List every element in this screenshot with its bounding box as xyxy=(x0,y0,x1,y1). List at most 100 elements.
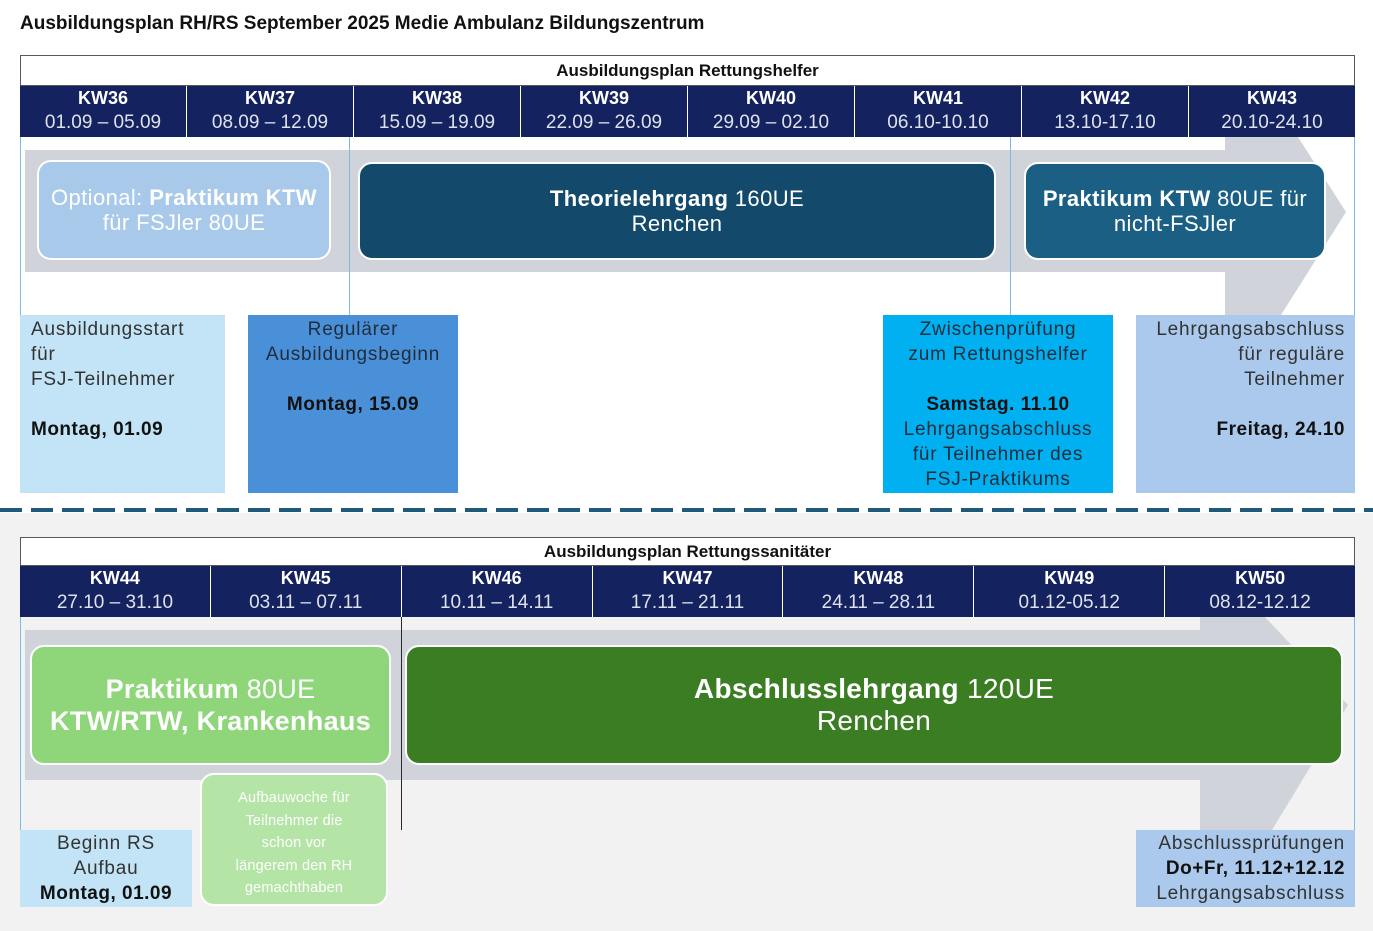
week-number: KW43 xyxy=(1246,88,1297,108)
milestone-text: für Teilnehmer des xyxy=(912,444,1084,465)
week-dates: 03.11 – 07.11 xyxy=(249,592,363,613)
milestone-text: Ausbildungsbeginn xyxy=(265,344,441,365)
week-column: KW48 24.11 – 28.11 xyxy=(782,566,973,617)
week-column: KW44 27.10 – 31.10 xyxy=(20,566,210,617)
week-dates: 20.10-24.10 xyxy=(1221,112,1323,133)
block-text: Aufbauwoche für xyxy=(238,790,350,806)
milestone-text: Zwischenprüfung xyxy=(919,319,1077,340)
timeline-guide-line xyxy=(20,617,21,830)
page-title: Ausbildungsplan RH/RS September 2025 Med… xyxy=(20,13,705,34)
week-number: KW36 xyxy=(77,88,128,108)
week-column: KW43 20.10-24.10 xyxy=(1188,86,1355,137)
block-text: Teilnehmer die xyxy=(245,812,343,829)
block-text: schon vor xyxy=(261,835,327,851)
praktikum-nicht-fsj-block: Praktikum KTW 80UE für nicht-FSJler xyxy=(1024,162,1326,260)
timeline-guide-line xyxy=(1354,617,1355,830)
week-column: KW45 03.11 – 07.11 xyxy=(209,566,401,617)
week-dates: 01.09 – 05.09 xyxy=(44,112,162,133)
milestone-spacer xyxy=(248,367,458,392)
week-dates: 06.10-10.10 xyxy=(887,112,989,133)
aufbauwoche-block: Aufbauwoche für Teilnehmer die schon vor… xyxy=(200,773,388,906)
block-location: Renchen xyxy=(631,211,723,236)
milestone-rs-beginn: Beginn RS Aufbau Montag, 01.09 xyxy=(20,830,192,907)
timeline-guide-line xyxy=(20,137,21,315)
block-text: längerem den RH xyxy=(235,857,353,874)
block-units: 120UE xyxy=(966,673,1055,704)
week-number: KW47 xyxy=(662,568,713,588)
praktikum-ktw-rtw-block: Praktikum 80UE KTW/RTW, Krankenhaus xyxy=(30,645,391,765)
milestone-text: Aufbau xyxy=(73,858,139,879)
block-subline: KTW/RTW, Krankenhaus xyxy=(49,706,372,736)
week-dates: 13.10-17.10 xyxy=(1054,112,1156,133)
week-dates: 08.12-12.12 xyxy=(1209,592,1311,613)
milestone-regular-start: Regulärer Ausbildungsbeginn Montag, 15.0… xyxy=(248,315,458,493)
timeline-guide-line xyxy=(1354,137,1355,315)
milestone-spacer xyxy=(883,367,1113,392)
milestone-date: Do+Fr, 11.12+12.12 xyxy=(1165,858,1345,879)
block-line: Theorielehrgang 160UE xyxy=(360,186,994,211)
milestone-text: Lehrgangsabschluss xyxy=(1156,883,1345,904)
week-number: KW40 xyxy=(745,88,796,108)
block-units: 160UE xyxy=(734,186,805,211)
week-column: KW49 01.12-05.12 xyxy=(973,566,1164,617)
week-dates: 24.11 – 28.11 xyxy=(821,592,936,613)
milestone-lehrgangsabschluss: Lehrgangsabschluss für reguläre Teilnehm… xyxy=(1136,315,1355,493)
week-number: KW50 xyxy=(1235,568,1286,588)
milestone-text: Regulärer xyxy=(307,319,399,340)
milestone-text: Lehrgangsabschluss xyxy=(903,419,1093,440)
block-units: 80UE xyxy=(246,674,316,704)
milestone-text: Abschlussprüfungen xyxy=(1158,833,1345,854)
block-title: Theorielehrgang xyxy=(549,186,729,211)
abschlusslehrgang-block: Abschlusslehrgang 120UE Renchen xyxy=(405,645,1343,765)
milestone-text: Ausbildungsstart xyxy=(31,319,185,340)
theorielehrgang-block: Theorielehrgang 160UE Renchen xyxy=(358,162,996,260)
block-line: Praktikum KTW 80UE für xyxy=(1026,186,1324,211)
week-dates: 01.12-05.12 xyxy=(1018,592,1120,613)
milestone-abschlusspruefungen: Abschlussprüfungen Do+Fr, 11.12+12.12 Le… xyxy=(1136,830,1355,907)
milestone-text: für xyxy=(31,344,56,365)
week-number: KW49 xyxy=(1044,568,1095,588)
block-title: Praktikum KTW xyxy=(1042,186,1211,211)
milestone-text: FSJ-Teilnehmer xyxy=(31,369,176,390)
milestone-date: Montag, 15.09 xyxy=(286,394,420,415)
week-number: KW45 xyxy=(280,568,331,588)
week-dates: 10.11 – 14.11 xyxy=(439,592,554,613)
block-subline: für FSJler 80UE xyxy=(102,210,266,235)
milestone-fsj-start: Ausbildungsstart für FSJ-Teilnehmer Mont… xyxy=(20,315,225,493)
block-title: Praktikum xyxy=(105,674,239,704)
week-number: KW38 xyxy=(411,88,462,108)
timeline-guide-line xyxy=(401,617,402,830)
timeline-guide-line xyxy=(1010,137,1011,315)
week-dates: 22.09 – 26.09 xyxy=(545,112,663,133)
block-text: gemachthaben xyxy=(244,880,344,896)
block-title: Praktikum KTW xyxy=(149,185,317,210)
milestone-zwischenpruefung: Zwischenprüfung zum Rettungshelfer Samst… xyxy=(883,315,1113,493)
milestone-text: zum Rettungshelfer xyxy=(908,344,1088,365)
week-number: KW41 xyxy=(912,88,963,108)
block-location: Renchen xyxy=(816,705,932,736)
week-number: KW48 xyxy=(853,568,904,588)
block-line: Optional: Praktikum KTW xyxy=(39,185,329,210)
week-column: KW50 08.12-12.12 xyxy=(1164,566,1355,617)
week-column: KW41 06.10-10.10 xyxy=(854,86,1021,137)
milestone-spacer xyxy=(1136,392,1345,417)
block-prefix: Optional: xyxy=(51,185,143,210)
milestone-date: Freitag, 24.10 xyxy=(1216,419,1345,440)
week-number: KW44 xyxy=(89,568,140,588)
block-title: Abschlusslehrgang xyxy=(693,673,959,704)
rettungshelfer-header: Ausbildungsplan Rettungshelfer xyxy=(20,55,1355,86)
block-line: Praktikum 80UE xyxy=(32,673,389,705)
milestone-date: Samstag. 11.10 xyxy=(926,394,1070,415)
block-line: Abschlusslehrgang 120UE xyxy=(407,673,1341,705)
milestone-text: für reguläre xyxy=(1238,344,1345,365)
week-dates: 27.10 – 31.10 xyxy=(56,592,174,613)
rettungssanitaeter-header: Ausbildungsplan Rettungssanitäter xyxy=(20,537,1355,566)
week-column: KW36 01.09 – 05.09 xyxy=(20,86,186,137)
optional-praktikum-block: Optional: Praktikum KTW für FSJler 80UE xyxy=(37,160,331,260)
week-dates: 08.09 – 12.09 xyxy=(211,112,329,133)
